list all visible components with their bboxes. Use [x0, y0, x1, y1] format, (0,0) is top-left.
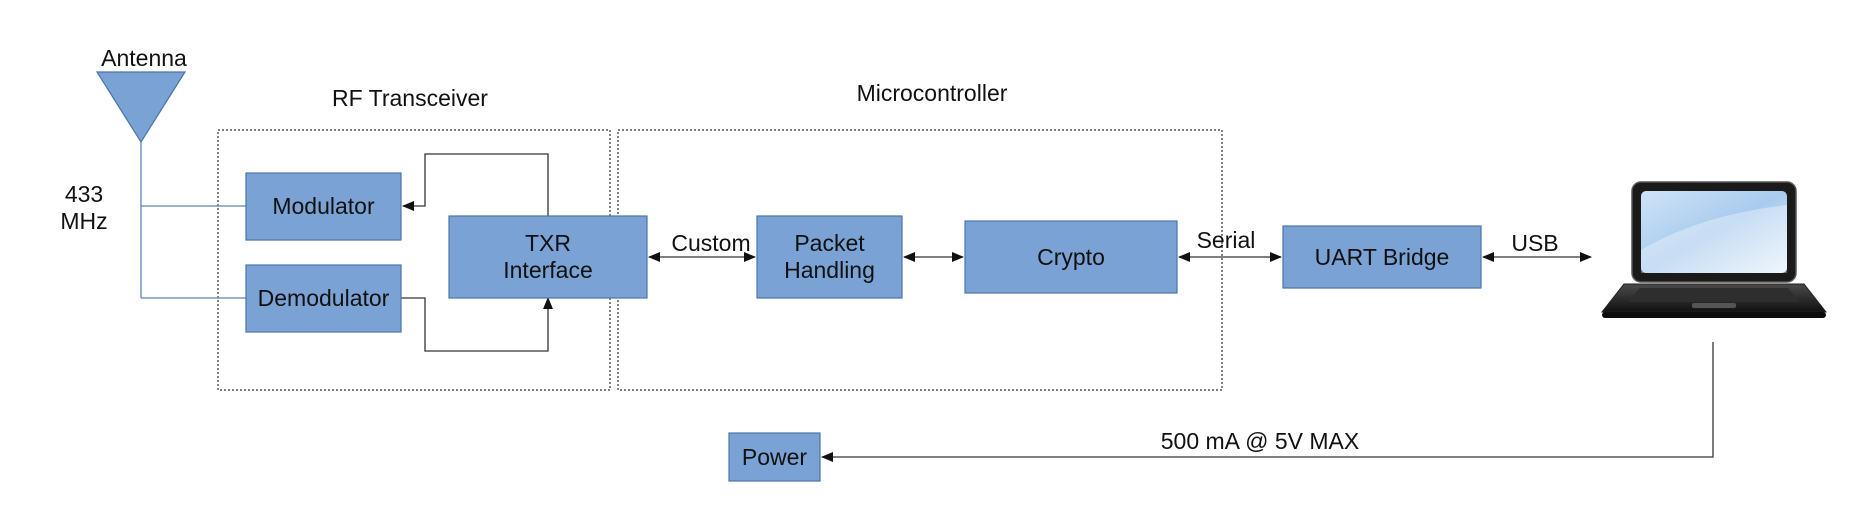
antenna-label: Antenna — [101, 45, 187, 71]
crypto-block — [964, 220, 1178, 294]
demodulator-block — [245, 264, 402, 333]
microcontroller-title: Microcontroller — [857, 80, 1008, 106]
power-label: Power — [742, 444, 808, 470]
frequency-label-line2: MHz — [60, 208, 107, 234]
power-supply-arrow — [821, 342, 1714, 462]
rf-transceiver-title: RF Transceiver — [332, 85, 488, 111]
uart-bridge-block — [1282, 225, 1482, 289]
txr-to-modulator-arrow — [402, 153, 549, 216]
antenna-feed-line — [140, 142, 246, 299]
power-block — [728, 432, 821, 482]
laptop-icon — [1600, 181, 1828, 318]
txr-interface-label-line1: TXR — [525, 230, 571, 256]
demodulator-to-txr-arrow — [401, 297, 553, 352]
txr-interface-block — [448, 215, 648, 299]
custom-link-label: Custom — [671, 230, 750, 256]
antenna-icon — [95, 71, 187, 144]
serial-link-label: Serial — [1197, 227, 1256, 253]
packet-handling-label-line1: Packet — [794, 230, 865, 256]
usb-link-label: USB — [1511, 230, 1558, 256]
frequency-label-line1: 433 — [65, 181, 103, 207]
packet-handling-label-line2: Handling — [784, 257, 875, 283]
uart-bridge-label: UART Bridge — [1315, 244, 1450, 270]
power-supply-label: 500 mA @ 5V MAX — [1161, 428, 1360, 454]
packet-handling-block — [756, 215, 903, 299]
crypto-label: Crypto — [1037, 244, 1105, 270]
modulator-label: Modulator — [272, 193, 375, 219]
demodulator-label: Demodulator — [258, 285, 390, 311]
txr-interface-label-line2: Interface — [503, 257, 593, 283]
modulator-block — [245, 172, 402, 241]
